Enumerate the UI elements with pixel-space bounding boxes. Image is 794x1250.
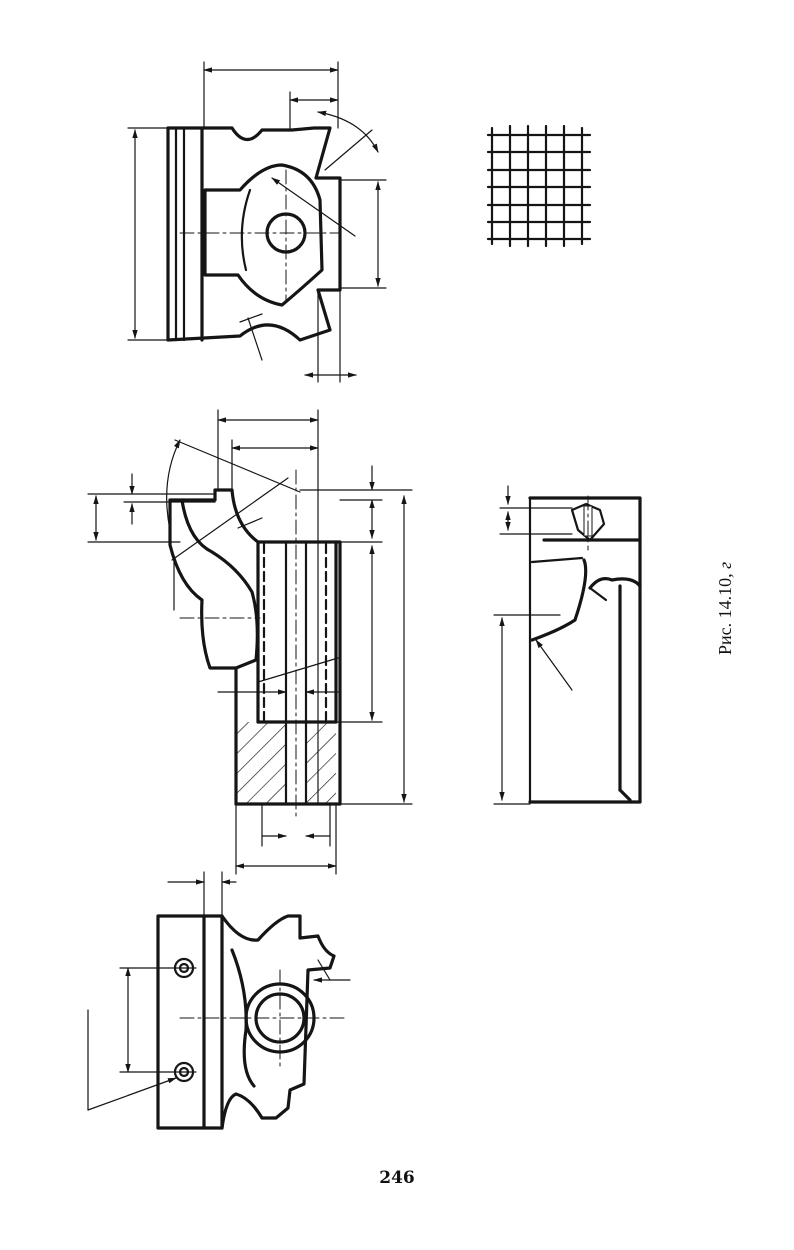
leader-line — [171, 477, 289, 561]
radius-leader — [535, 639, 573, 691]
leader-line — [317, 959, 331, 981]
grid-symbol — [486, 124, 592, 248]
angle-dimension — [166, 439, 181, 531]
leader-line — [87, 1077, 177, 1111]
extension-line — [324, 129, 373, 171]
right-view-line — [530, 556, 584, 564]
figure-caption-suffix: г — [715, 561, 735, 569]
right-view-edge — [618, 788, 632, 802]
bottom-view-profile — [230, 948, 256, 1088]
bottom-view-outline — [156, 914, 336, 1130]
right-partial-view — [493, 485, 642, 805]
leader-line — [174, 439, 301, 493]
break-line — [257, 657, 339, 683]
figure-caption: Рис. 14.10, г — [715, 562, 736, 655]
figure-caption-text: Рис. 14.10, — [715, 573, 735, 655]
top-view-arc — [240, 188, 252, 272]
bottom-view — [87, 871, 351, 1130]
top-view-outline — [166, 126, 342, 342]
leader-line — [237, 517, 263, 529]
section-view — [87, 409, 413, 875]
angle-dimension — [317, 110, 379, 153]
leader-line — [247, 317, 263, 361]
right-view-profile — [530, 558, 588, 642]
leader-line — [239, 313, 263, 323]
bolt-head — [570, 502, 606, 542]
page-number: 246 — [379, 1168, 415, 1188]
top-view-profile — [203, 163, 324, 307]
right-view-line — [588, 586, 608, 602]
right-view-outline — [528, 496, 642, 804]
top-view — [127, 61, 387, 383]
radius-leader — [271, 177, 356, 237]
right-view-profile — [588, 577, 642, 590]
